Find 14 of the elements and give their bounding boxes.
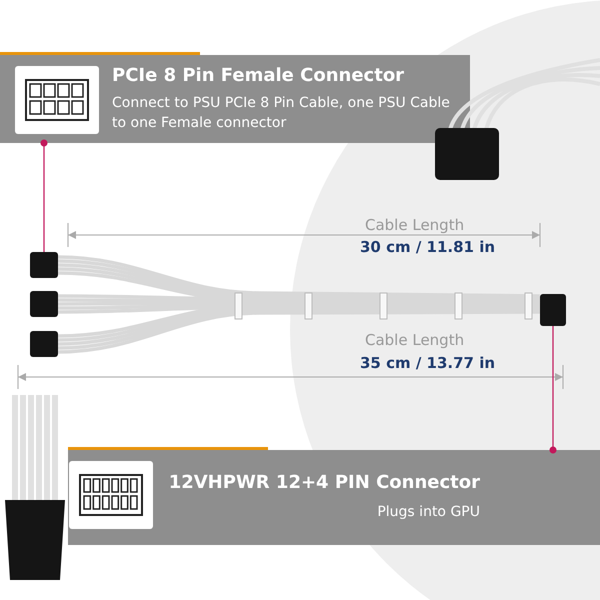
length-value: 30 cm / 11.81 in — [360, 238, 496, 256]
leader-line — [40, 140, 48, 252]
panel-heading: 12VHPWR 12+4 PIN Connector — [168, 472, 480, 493]
panel-heading: PCIe 8 Pin Female Connector — [112, 65, 404, 86]
info-panel — [0, 55, 470, 143]
info-panel — [68, 450, 600, 545]
connector-socket — [540, 294, 566, 326]
length-value: 35 cm / 13.77 in — [360, 354, 496, 372]
leader-line — [550, 326, 556, 454]
dim-label: Cable Length — [365, 216, 464, 234]
dim-label: Cable Length — [365, 331, 464, 349]
panel-text: Connect to PSU PCIe 8 Pin Cable, one PSU Cable to one Female connector — [112, 94, 451, 133]
panel-text: Plugs into GPU — [377, 503, 480, 522]
connector-plug — [30, 252, 58, 278]
